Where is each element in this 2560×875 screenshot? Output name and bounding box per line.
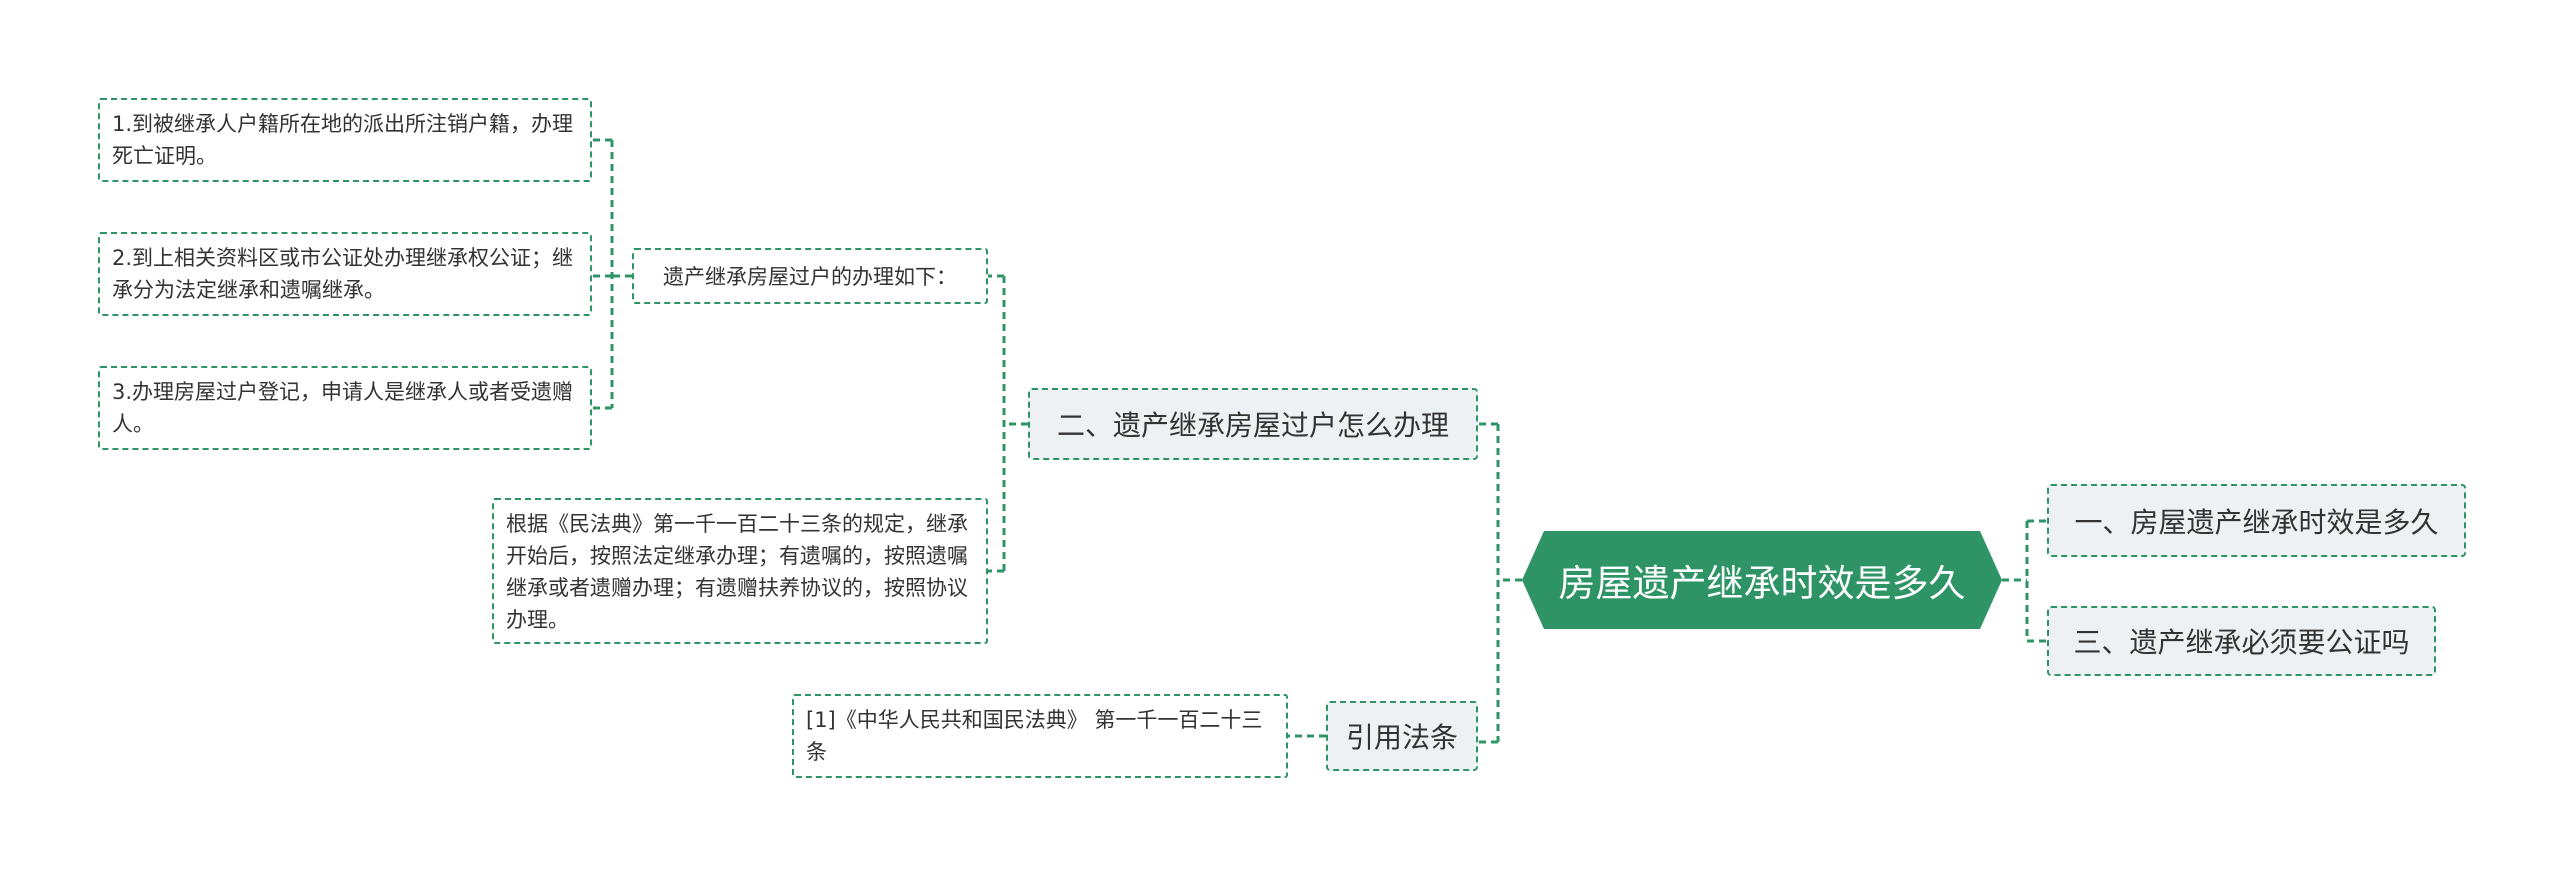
connector-root-right <box>2002 519 2047 643</box>
step-2-text: 2.到上相关资料区或市公证处办理继承权公证；继承分为法定继承和遗嘱继承。 <box>112 246 574 302</box>
law-note-text: 根据《民法典》第一千一百二十三条的规定，继承开始后，按照法定继承办理；有遗嘱的，… <box>506 512 968 632</box>
right-topic-3-label: 三、遗产继承必须要公证吗 <box>2073 626 2410 659</box>
step-3-node[interactable]: 3.办理房屋过户登记，申请人是继承人或者受遗赠人。 <box>98 366 592 450</box>
branch-two-label: 二、遗产继承房屋过户怎么办理 <box>1056 409 1449 442</box>
connector-branch-two <box>988 274 1028 573</box>
connector-procedure <box>592 138 632 410</box>
procedure-label: 遗产继承房屋过户的办理如下： <box>663 265 957 289</box>
step-3-text: 3.办理房屋过户登记，申请人是继承人或者受遗赠人。 <box>112 380 574 436</box>
procedure-node[interactable]: 遗产继承房屋过户的办理如下： <box>632 248 988 304</box>
right-topic-1-label: 一、房屋遗产继承时效是多久 <box>2074 505 2439 539</box>
connector-root-left <box>1478 422 1522 744</box>
branch-two-node[interactable]: 二、遗产继承房屋过户怎么办理 <box>1028 388 1478 460</box>
step-1-node[interactable]: 1.到被继承人户籍所在地的派出所注销户籍，办理死亡证明。 <box>98 98 592 182</box>
step-2-node[interactable]: 2.到上相关资料区或市公证处办理继承权公证；继承分为法定继承和遗嘱继承。 <box>98 232 592 316</box>
citation-node[interactable]: 引用法条 <box>1326 701 1478 771</box>
right-topic-3[interactable]: 三、遗产继承必须要公证吗 <box>2047 606 2436 676</box>
citation-ref-node[interactable]: [1]《中华人民共和国民法典》 第一千一百二十三条 <box>792 694 1288 778</box>
citation-label: 引用法条 <box>1345 721 1458 754</box>
step-1-text: 1.到被继承人户籍所在地的派出所注销户籍，办理死亡证明。 <box>112 112 574 168</box>
citation-ref-text: [1]《中华人民共和国民法典》 第一千一百二十三条 <box>806 708 1263 764</box>
root-node[interactable]: 房屋遗产继承时效是多久 <box>1522 531 2002 629</box>
law-note-node[interactable]: 根据《民法典》第一千一百二十三条的规定，继承开始后，按照法定继承办理；有遗嘱的，… <box>492 498 988 644</box>
root-label: 房屋遗产继承时效是多久 <box>1558 562 1966 605</box>
right-topic-1[interactable]: 一、房屋遗产继承时效是多久 <box>2047 484 2466 557</box>
